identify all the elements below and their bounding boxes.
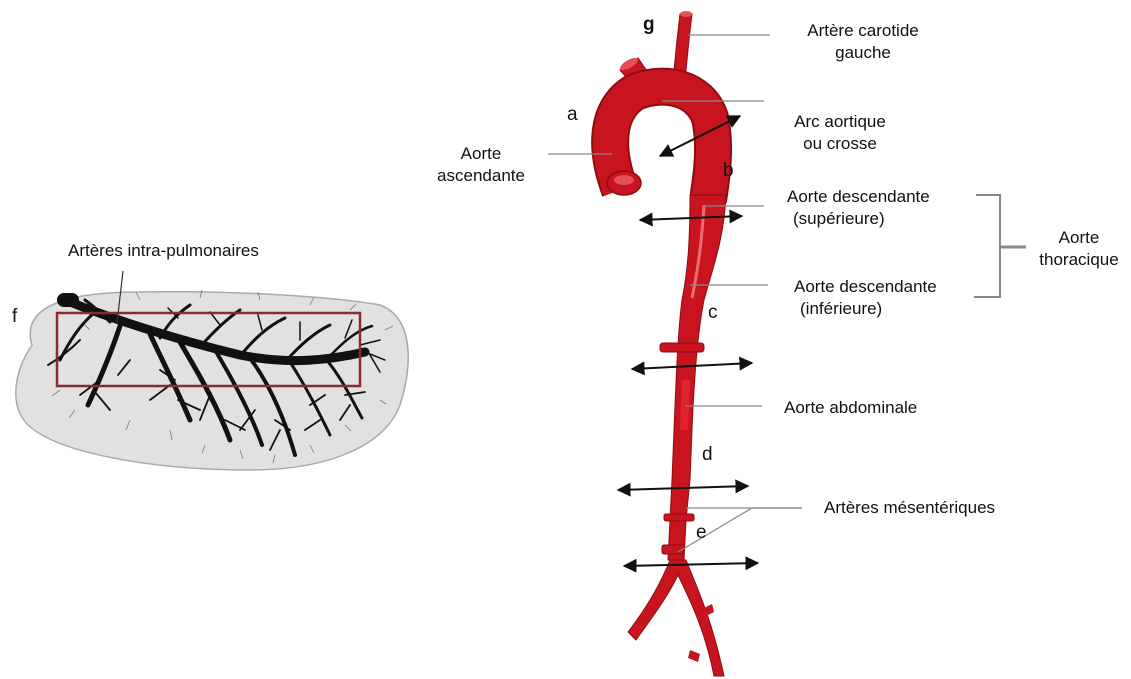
label-desc-sup-line1: Aorte descendante bbox=[787, 186, 930, 208]
label-thoracic: Aorte thoracique bbox=[1030, 227, 1128, 271]
letter-b: b bbox=[723, 160, 734, 182]
lung-outline bbox=[16, 292, 408, 470]
thoracic-bracket bbox=[974, 195, 1026, 297]
letter-a: a bbox=[567, 104, 578, 126]
letter-d: d bbox=[702, 444, 713, 466]
letter-c: c bbox=[708, 302, 718, 324]
label-desc-sup-line2: (supérieure) bbox=[787, 208, 930, 230]
descending-aorta bbox=[668, 195, 726, 560]
aorta-illustration bbox=[607, 11, 726, 676]
lung-illustration bbox=[16, 290, 408, 470]
label-desc-inf-line1: Aorte descendante bbox=[794, 276, 937, 298]
label-pulmonary: Artères intra-pulmonaires bbox=[68, 240, 259, 262]
label-thoracic-line2: thoracique bbox=[1030, 249, 1128, 271]
letter-g: g bbox=[643, 14, 655, 36]
letter-f: f bbox=[12, 306, 17, 328]
label-descending-inferior: Aorte descendante (inférieure) bbox=[794, 276, 937, 320]
arrow-e bbox=[624, 563, 758, 566]
label-carotid: Artère carotide gauche bbox=[790, 20, 936, 64]
label-arch-line2: ou crosse bbox=[780, 133, 900, 155]
label-ascending-line2: ascendante bbox=[426, 165, 536, 187]
label-descending-superior: Aorte descendante (supérieure) bbox=[787, 186, 930, 230]
letter-e: e bbox=[696, 522, 707, 544]
label-carotid-line2: gauche bbox=[790, 42, 936, 64]
label-arch: Arc aortique ou crosse bbox=[780, 111, 900, 155]
iliac-arteries bbox=[628, 560, 724, 676]
label-thoracic-line1: Aorte bbox=[1030, 227, 1128, 249]
label-abdominal: Aorte abdominale bbox=[784, 397, 917, 419]
label-mesenteric: Artères mésentériques bbox=[824, 497, 995, 519]
label-carotid-line1: Artère carotide bbox=[790, 20, 936, 42]
label-desc-inf-line2: (inférieure) bbox=[794, 298, 937, 320]
label-arch-line1: Arc aortique bbox=[780, 111, 900, 133]
label-ascending: Aorte ascendante bbox=[426, 143, 536, 187]
label-ascending-line1: Aorte bbox=[426, 143, 536, 165]
